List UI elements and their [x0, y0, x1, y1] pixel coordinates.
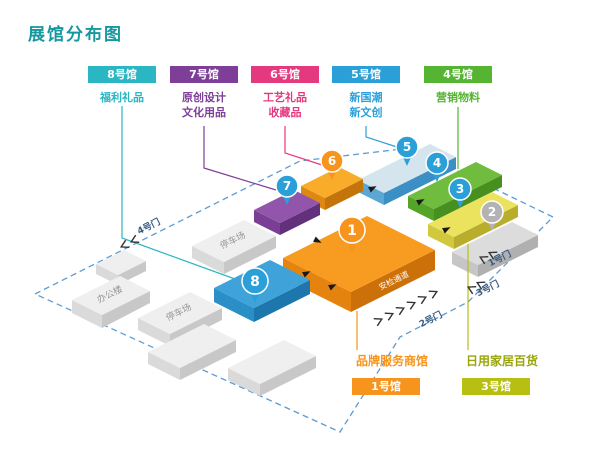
- gate-2-label: 2号门: [417, 309, 444, 331]
- venue-boundary-dashed: [33, 147, 555, 433]
- gate-3: 3号门: [466, 278, 501, 300]
- gray-building-b-block: [228, 340, 316, 396]
- hall-7-block: [254, 190, 320, 235]
- gate-4-label: 4号门: [135, 216, 162, 238]
- pin-2: 2: [480, 200, 504, 231]
- bottom-connector-lines: [356, 244, 469, 350]
- pin-6: 6: [320, 149, 344, 180]
- pin-8: 8: [241, 267, 269, 303]
- hall-1-block: 安检通道: [283, 216, 435, 312]
- office-building-block: 办公楼: [72, 276, 150, 328]
- svg-text:3: 3: [456, 182, 464, 196]
- pin-1: 1: [338, 216, 366, 252]
- svg-text:8: 8: [250, 274, 260, 290]
- parking-1-block: 停车场: [192, 220, 276, 274]
- line-hall5: [365, 126, 398, 148]
- svg-text:1: 1: [347, 223, 357, 239]
- pin-5: 5: [395, 135, 419, 166]
- gray-building-a-block: [148, 324, 236, 380]
- pin-4: 4: [425, 151, 449, 182]
- line-hall7: [203, 126, 277, 191]
- svg-text:2: 2: [488, 205, 496, 219]
- svg-text:4: 4: [433, 156, 441, 170]
- line-hall6: [284, 126, 323, 166]
- svg-text:5: 5: [403, 140, 411, 154]
- legend-connector-lines: [121, 106, 459, 284]
- pin-3: 3: [448, 177, 472, 208]
- svg-text:6: 6: [328, 154, 336, 168]
- line-hall8: [121, 106, 247, 284]
- hall-2-block: [452, 222, 538, 277]
- svg-text:7: 7: [283, 179, 291, 193]
- pin-7: 7: [275, 174, 299, 205]
- gate-3-label: 3号门: [474, 278, 501, 300]
